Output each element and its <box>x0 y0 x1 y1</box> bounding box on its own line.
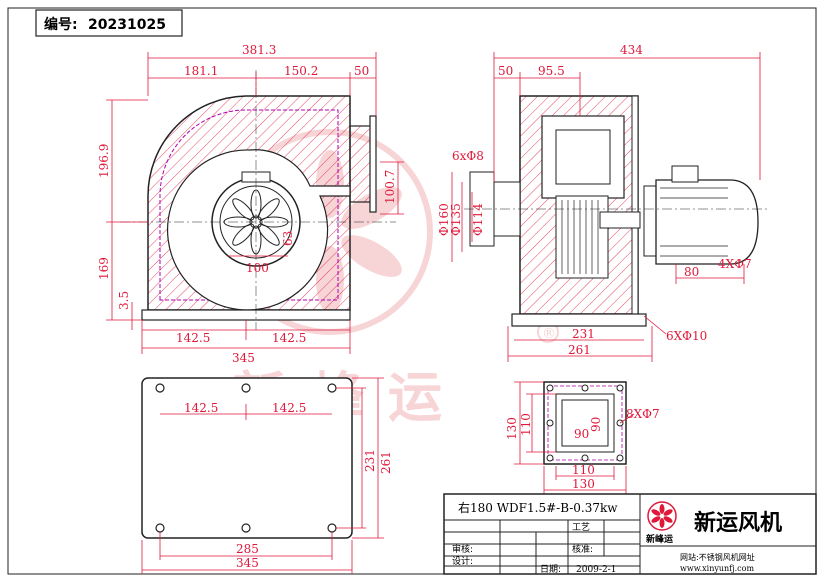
dim-motor-feet: 80 <box>684 265 699 279</box>
model-text: 右180 WDF1.5#-B-0.37kw <box>458 500 618 515</box>
plan-dim-half-left: 142.5 <box>184 401 218 415</box>
plan-dim-hole-spacing: 285 <box>236 542 259 556</box>
dim-base-inner: 231 <box>572 327 595 341</box>
review-label: 审核: <box>452 543 473 555</box>
dim-base-thickness: 3.5 <box>117 291 131 310</box>
website-url: www.xinyunfj.com <box>680 564 754 573</box>
shaft <box>599 211 641 229</box>
front-impeller <box>555 195 609 279</box>
dim-motor-hub: 100 <box>246 261 269 275</box>
title-block: 右180 WDF1.5#-B-0.37kw 工艺 审核: 核准: 设计: 日期:… <box>443 493 817 575</box>
drawing-number-box: 编号: 20231025 <box>35 9 183 37</box>
dim-outlet-offset: 100.7 <box>383 170 397 204</box>
dim-front-flange: 50 <box>498 64 513 78</box>
plan-dim-outer-depth: 261 <box>379 451 393 474</box>
dim-base-half-left: 142.5 <box>176 331 210 345</box>
drawing-number-label: 编号: <box>44 16 78 33</box>
approve-label: 核准: <box>572 543 593 555</box>
dim-height-top: 196.9 <box>97 144 111 178</box>
flange-dim-holes: 8XΦ7 <box>626 407 660 421</box>
impeller-blades <box>561 200 599 274</box>
outlet-duct <box>349 125 373 203</box>
logo-text: 新峰运 <box>646 533 674 545</box>
sheet-border <box>7 7 817 575</box>
front-housing-side <box>631 95 639 315</box>
website-label: 网站:不锈钢风机网址 <box>680 552 755 562</box>
date-value: 2009-2-1 <box>576 565 616 575</box>
base-plate-outline <box>141 377 353 539</box>
dim-inlet-right: 150.2 <box>284 64 318 78</box>
flange-dim-inner-w: 110 <box>572 463 595 477</box>
outlet-flange <box>369 115 377 213</box>
dim-base-half-right: 142.5 <box>272 331 306 345</box>
flange-bolt-holes <box>546 384 624 462</box>
dim-inlet-left: 181.1 <box>184 64 218 78</box>
dim-base-outer: 261 <box>568 343 591 357</box>
motor-body <box>655 179 759 265</box>
drawing-number-value: 20231025 <box>88 17 166 33</box>
flange-dim-outer-w: 130 <box>572 477 595 491</box>
dim-d135: Φ135 <box>449 203 463 236</box>
dim-motor-holes: 4XΦ7 <box>718 257 752 271</box>
motor-terminal <box>671 165 699 183</box>
side-base-plate <box>141 309 351 321</box>
flange-opening <box>561 399 609 447</box>
front-view: 434 50 95.5 6xΦ8 Φ160 Φ135 Φ114 80 4XΦ7 … <box>437 43 770 362</box>
dim-hub-radius: 63 <box>281 231 295 246</box>
flange-dim-outer-h: 130 <box>505 417 519 440</box>
dim-base-width: 345 <box>232 351 255 365</box>
front-outlet-opening <box>555 129 611 185</box>
date-label: 日期: <box>540 564 561 575</box>
dim-height-bottom: 169 <box>97 257 111 280</box>
front-base-plate <box>511 313 647 327</box>
outlet-flange-view: 130 110 90 90 8XΦ7 110 130 <box>505 381 660 494</box>
company-name: 新运风机 <box>694 510 782 536</box>
flange-dim-opening-h: 90 <box>589 417 603 432</box>
dim-front-inlet-depth: 95.5 <box>538 64 565 78</box>
registered-mark: ® <box>542 326 556 342</box>
plan-dim-inner-depth: 231 <box>363 449 377 472</box>
dim-front-overall: 434 <box>620 43 643 57</box>
base-bolt-holes <box>155 383 337 533</box>
dim-base-holes: 6XΦ10 <box>666 329 707 343</box>
side-view: 381.3 181.1 150.2 50 196.9 169 3.5 100.7… <box>97 43 404 365</box>
dim-d160: Φ160 <box>437 203 451 236</box>
dim-flange: 50 <box>354 64 369 78</box>
design-label: 设计: <box>452 555 473 567</box>
flange-dim-inner-h: 110 <box>519 413 533 436</box>
company-logo-icon <box>647 501 677 531</box>
plan-dim-half-right: 142.5 <box>272 401 306 415</box>
process-label: 工艺 <box>572 522 590 533</box>
dim-overall-width: 381.3 <box>242 43 276 57</box>
motor-flange <box>643 185 657 257</box>
plan-dim-width: 345 <box>236 556 259 570</box>
dim-d114: Φ114 <box>471 203 485 236</box>
base-plan-view: 142.5 142.5 231 261 285 345 <box>141 377 393 574</box>
flange-dim-opening-w: 90 <box>574 427 589 441</box>
motor-fins <box>660 187 728 257</box>
dim-bolt-holes: 6xΦ8 <box>452 149 484 163</box>
